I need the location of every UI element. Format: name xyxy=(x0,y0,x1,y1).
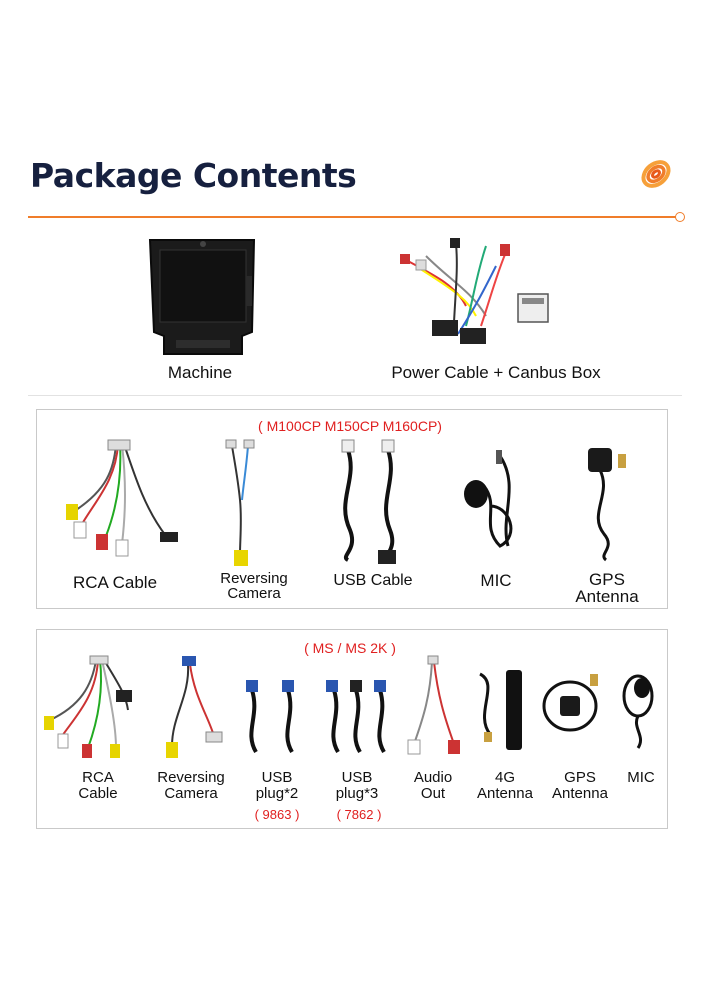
item-label-gps-2: Antenna xyxy=(575,587,639,606)
reversing-camera-cable-image-2 xyxy=(166,656,223,758)
header-divider xyxy=(28,216,678,218)
mic-image xyxy=(464,450,513,548)
usb-plug-3-image xyxy=(326,680,386,754)
rca-cable-image xyxy=(66,439,178,557)
item-label-reversing-camera-2: Camera xyxy=(227,585,281,602)
page-title: Package Contents xyxy=(30,156,357,195)
item-label-reversing-camera-2-2: Camera xyxy=(164,785,218,802)
item-label-reversing-camera-2-1: Reversing xyxy=(157,769,225,786)
reversing-camera-cable-image xyxy=(225,439,255,566)
item-code-usb2: ( 9863 ) xyxy=(254,807,300,822)
item-label-power-cable: Power Cable + Canbus Box xyxy=(391,363,601,382)
usb-plug-2-image xyxy=(246,680,294,754)
power-cable-image xyxy=(400,238,549,344)
item-label-audio-2: Out xyxy=(420,785,446,802)
gps-antenna-image-2 xyxy=(542,674,598,732)
item-label-machine: Machine xyxy=(167,363,233,382)
item-label-rca-2-1: RCA xyxy=(82,769,114,786)
brand-logo-icon xyxy=(641,160,671,188)
item-label-4g-1: 4G xyxy=(494,769,515,786)
item-code-usb3: ( 7862 ) xyxy=(336,807,382,822)
item-label-usb3-2: plug*3 xyxy=(335,785,379,802)
divider-end-dot xyxy=(675,212,685,222)
usb-cable-image xyxy=(341,439,396,564)
model-list-label: ( M100CP M150CP M160CP) xyxy=(258,418,442,434)
rca-cable-image-2 xyxy=(44,655,132,758)
audio-out-image xyxy=(407,655,460,755)
item-label-mic-2: MIC xyxy=(627,769,655,786)
item-label-audio-1: Audio xyxy=(413,769,453,786)
item-label-gps-2-2: Antenna xyxy=(552,785,608,802)
section-divider xyxy=(28,395,682,396)
item-label-reversing-camera-1: Reversing xyxy=(220,570,288,587)
item-label-gps-2-1: GPS xyxy=(564,769,596,786)
item-label-usb3-1: USB xyxy=(341,769,373,786)
machine-image xyxy=(148,239,256,355)
gps-antenna-image xyxy=(588,448,626,562)
item-label-rca-2-2: Cable xyxy=(78,785,118,802)
model-list-label-ms: ( MS / MS 2K ) xyxy=(304,640,396,656)
item-label-gps-1: GPS xyxy=(589,570,625,589)
item-label-usb2-1: USB xyxy=(261,769,293,786)
item-label-usb2-2: plug*2 xyxy=(255,785,299,802)
item-label-4g-2: Antenna xyxy=(477,785,533,802)
item-label-rca: RCA Cable xyxy=(72,573,158,592)
item-label-mic: MIC xyxy=(480,571,512,590)
4g-antenna-image xyxy=(479,670,522,750)
item-label-usb-cable: USB Cable xyxy=(333,572,413,589)
mic-image-2 xyxy=(622,674,654,749)
